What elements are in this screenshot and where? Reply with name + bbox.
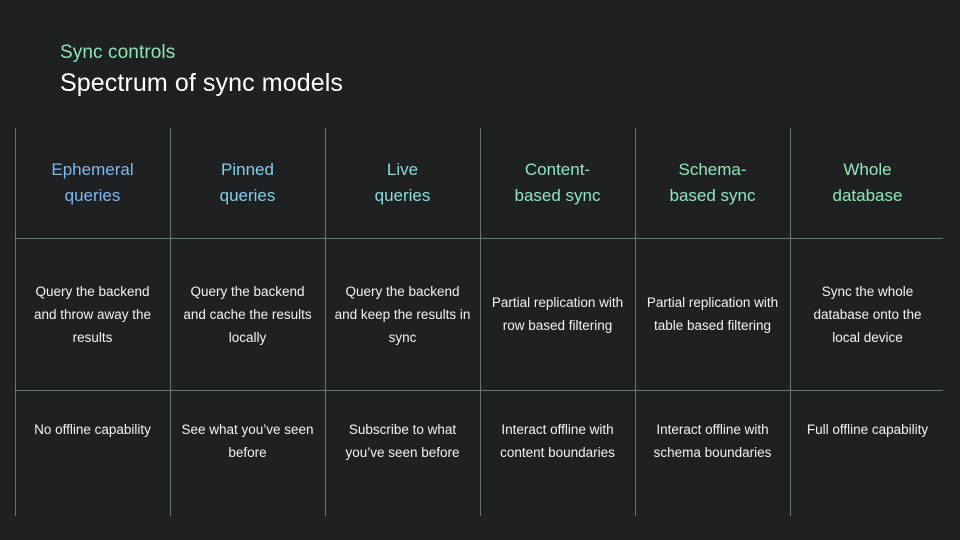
grid-divider-col-4 bbox=[635, 128, 636, 516]
column-header-live-queries: Live queries bbox=[325, 128, 480, 238]
grid-divider-header bbox=[15, 238, 943, 239]
column-description-text: Query the backend and throw away the res… bbox=[33, 283, 152, 345]
column-description-text: Query the backend and cache the results … bbox=[183, 283, 312, 345]
column-header-content-based-sync: Content- based sync bbox=[480, 128, 635, 238]
table-column-pinned-queries: Pinned queries Query the backend and cac… bbox=[170, 128, 325, 516]
grid-divider-col-3 bbox=[480, 128, 481, 516]
column-description-text: Partial replication with table based fil… bbox=[646, 295, 779, 333]
table-column-schema-based-sync: Schema- based sync Partial replication w… bbox=[635, 128, 790, 516]
grid-divider-col-5 bbox=[790, 128, 791, 516]
column-header-text: Content- based sync bbox=[514, 160, 601, 205]
column-capability-whole-database: Full offline capability bbox=[790, 390, 945, 516]
column-description-schema-based-sync: Partial replication with table based fil… bbox=[635, 238, 790, 390]
column-capability-live-queries: Subscribe to what you’ve seen before bbox=[325, 390, 480, 516]
column-header-schema-based-sync: Schema- based sync bbox=[635, 128, 790, 238]
column-capability-text: Interact offline with schema boundaries bbox=[653, 422, 772, 460]
column-header-pinned-queries: Pinned queries bbox=[170, 128, 325, 238]
column-description-text: Query the backend and keep the results i… bbox=[334, 283, 471, 345]
column-capability-text: See what you’ve seen before bbox=[181, 422, 314, 460]
column-header-whole-database: Whole database bbox=[790, 128, 945, 238]
column-capability-text: Interact offline with content boundaries bbox=[500, 422, 615, 460]
column-capability-text: Subscribe to what you’ve seen before bbox=[345, 422, 460, 460]
sync-models-table: Ephemeral queries Query the backend and … bbox=[15, 128, 943, 516]
column-capability-pinned-queries: See what you’ve seen before bbox=[170, 390, 325, 516]
column-description-text: Sync the whole database onto the local d… bbox=[813, 283, 922, 345]
column-description-whole-database: Sync the whole database onto the local d… bbox=[790, 238, 945, 390]
column-header-text: Whole database bbox=[832, 160, 903, 205]
grid-divider-col-1 bbox=[170, 128, 171, 516]
column-header-text: Pinned queries bbox=[219, 160, 276, 205]
column-header-text: Ephemeral queries bbox=[51, 160, 134, 205]
column-description-ephemeral-queries: Query the backend and throw away the res… bbox=[15, 238, 170, 390]
table-column-content-based-sync: Content- based sync Partial replication … bbox=[480, 128, 635, 516]
column-header-text: Live queries bbox=[374, 160, 431, 205]
column-description-text: Partial replication with row based filte… bbox=[491, 295, 624, 333]
title-block: Sync controls Spectrum of sync models bbox=[60, 40, 343, 99]
grid-divider-col-0 bbox=[15, 128, 16, 516]
column-description-content-based-sync: Partial replication with row based filte… bbox=[480, 238, 635, 390]
page-title: Spectrum of sync models bbox=[60, 69, 343, 97]
grid-divider-col-2 bbox=[325, 128, 326, 516]
slide-eyebrow: Sync controls bbox=[60, 42, 176, 63]
column-capability-ephemeral-queries: No offline capability bbox=[15, 390, 170, 516]
table-column-live-queries: Live queries Query the backend and keep … bbox=[325, 128, 480, 516]
column-description-live-queries: Query the backend and keep the results i… bbox=[325, 238, 480, 390]
column-header-text: Schema- based sync bbox=[669, 160, 756, 205]
table-column-whole-database: Whole database Sync the whole database o… bbox=[790, 128, 945, 516]
column-capability-text: No offline capability bbox=[34, 422, 151, 437]
grid-divider-middle bbox=[15, 390, 943, 391]
column-capability-text: Full offline capability bbox=[806, 422, 929, 437]
column-description-pinned-queries: Query the backend and cache the results … bbox=[170, 238, 325, 390]
table-column-ephemeral-queries: Ephemeral queries Query the backend and … bbox=[15, 128, 170, 516]
column-capability-schema-based-sync: Interact offline with schema boundaries bbox=[635, 390, 790, 516]
column-header-ephemeral-queries: Ephemeral queries bbox=[15, 128, 170, 238]
column-capability-content-based-sync: Interact offline with content boundaries bbox=[480, 390, 635, 516]
